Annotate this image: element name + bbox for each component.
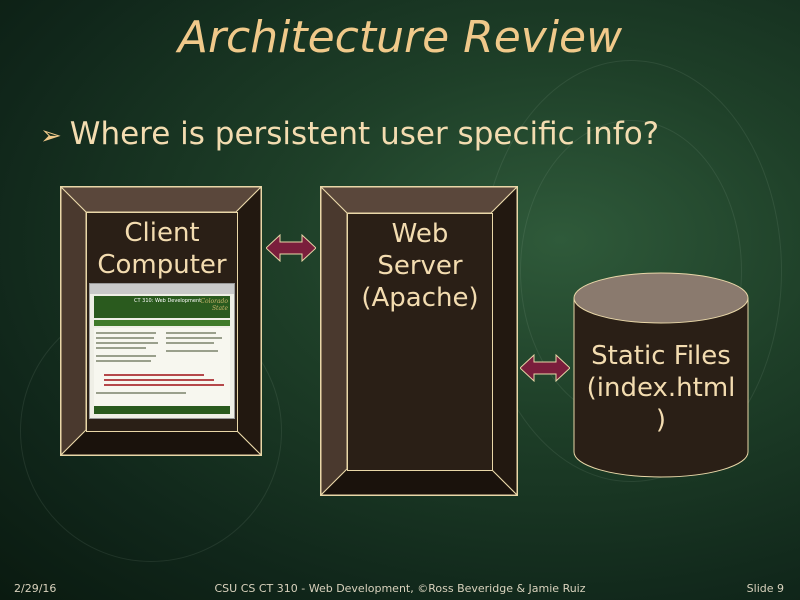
university-logo: Colorado State [200,298,228,312]
text-line [96,360,151,362]
arrow-bullet-icon: ➢ [40,121,62,151]
storage-label-line1: Static Files [591,341,731,371]
link-line [104,374,204,376]
link-line [104,379,214,381]
site-header: CT 310: Web Development Colorado State [94,296,230,318]
text-line [96,347,146,349]
text-line [96,342,158,344]
storage-label-line2: (index.html [586,373,736,403]
text-line [96,332,156,334]
site-body [94,328,230,414]
link-line [104,384,224,386]
slide-title: Architecture Review [177,12,623,63]
server-storage-arrow-icon [520,354,570,382]
text-line [166,332,216,334]
static-files-cylinder: Static Files (index.html ) [573,272,749,478]
footer-slide-number: Slide 9 [746,582,784,595]
footer-course: CSU CS CT 310 - Web Development, ©Ross B… [214,582,586,595]
client-computer-box: Client Computer CT 310: Web Development … [60,186,262,456]
site-nav [94,320,230,326]
text-line [96,355,156,357]
bullet-point: ➢Where is persistent user specific info? [40,116,659,152]
footer-date: 2/29/16 [14,582,57,595]
text-line [166,342,214,344]
text-line [166,350,218,352]
client-inner-panel: Client Computer CT 310: Web Development … [86,212,238,432]
site-footer [94,406,230,414]
client-label-line2: Computer [97,250,227,280]
website-screenshot-thumbnail: CT 310: Web Development Colorado State [89,283,235,419]
server-label-line2: Server [377,251,463,281]
storage-label-line3: ) [655,405,667,435]
server-bevel [321,187,517,495]
cylinder-shape [573,272,749,478]
browser-toolbar [90,284,234,294]
client-label-line1: Client [124,218,200,248]
text-line [96,337,154,339]
client-server-arrow-icon [266,234,316,262]
server-label-line3: (Apache) [361,283,479,313]
client-bevel [61,187,261,455]
text-line [166,337,222,339]
bullet-text: Where is persistent user specific info? [69,116,660,152]
text-line [96,392,186,394]
server-label-line1: Web [391,219,449,249]
server-inner-panel: Web Server (Apache) [347,213,493,471]
site-title: CT 310: Web Development [134,298,202,304]
web-server-box: Web Server (Apache) [320,186,518,496]
